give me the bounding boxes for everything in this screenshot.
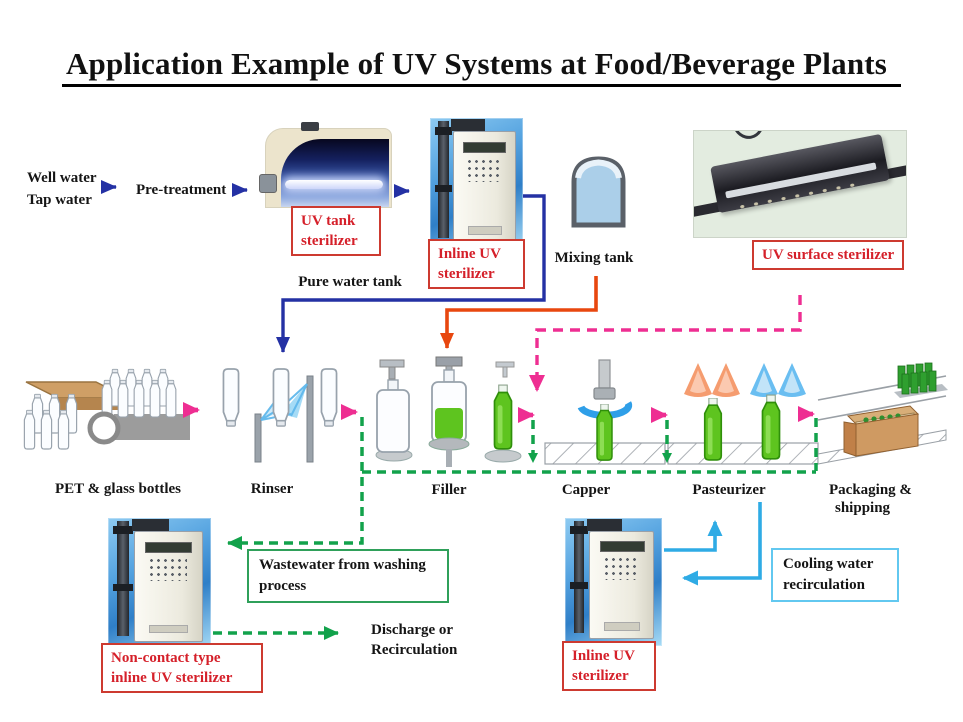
cool-spray-icons	[750, 363, 806, 397]
uv-surface-sterilizer-image	[693, 130, 907, 238]
tank-cap-icon	[301, 122, 319, 131]
water-source-label: Well water Tap water	[27, 167, 97, 211]
uv-tank-sterilizer-image	[259, 122, 392, 208]
cooling-water-lines	[664, 502, 762, 586]
shipping-box-icon	[843, 405, 920, 457]
cabinet-buttons	[466, 157, 502, 182]
uv-chamber-pipe-icon	[570, 520, 588, 634]
pure-water-tank-label: Pure water tank	[298, 274, 402, 290]
hot-spray-icons	[684, 363, 740, 397]
mixing-tank-image	[571, 156, 626, 228]
station-label-pet: PET & glass bottles	[55, 481, 181, 497]
pet-glass-bottles-graphic	[23, 368, 190, 450]
pretreatment-label: Pre-treatment	[136, 182, 227, 198]
cabinet-top-unit	[587, 519, 623, 531]
cabinet-body	[133, 531, 203, 642]
station-label-capper: Capper	[561, 482, 611, 498]
uv-chamber-pipe-icon	[434, 120, 453, 238]
filler-graphic	[375, 356, 522, 467]
well-water-label: Well water	[27, 170, 97, 186]
tank-interior	[281, 139, 389, 207]
empty-bottle	[376, 379, 410, 453]
mixing-tank-label: Mixing tank	[554, 250, 634, 266]
filling-bottle	[428, 369, 470, 467]
station-label-rinser: Rinser	[250, 481, 294, 497]
cabinet-top-unit	[131, 519, 169, 532]
uv-chamber-pipe-icon	[113, 520, 134, 636]
station-label-packaging: Packaging & shipping	[829, 482, 912, 516]
bottle-cluster-front	[23, 393, 78, 450]
surface-cable-icon	[729, 131, 768, 143]
cabinet-vent	[467, 226, 503, 235]
non-contact-uv-sterilizer-image	[108, 518, 211, 649]
cabinet-display	[463, 142, 507, 154]
rinser-graphic	[222, 368, 338, 463]
inline-uv-sterilizer-image-bottom	[565, 518, 662, 646]
cabinet-body	[589, 530, 655, 640]
bottle-pack-icon	[894, 362, 948, 398]
cabinet-top-unit	[451, 119, 485, 132]
filled-bottle	[493, 384, 513, 450]
inline-uv-sterilizer-image-top	[430, 118, 523, 251]
tap-water-label: Tap water	[27, 192, 92, 208]
surface-body	[710, 133, 890, 213]
uv-surface-sterilizer-label: UV surface sterilizer	[752, 240, 905, 270]
uv-lamp-icon	[285, 179, 384, 189]
station-label-pasteurizer: Pasteurizer	[692, 482, 766, 498]
cabinet-body	[453, 131, 516, 244]
tank-fitting-icon	[259, 174, 277, 194]
capper-graphic	[544, 359, 666, 465]
station-label-filler: Filler	[431, 482, 467, 498]
packaging-graphic	[817, 362, 948, 465]
slide-title: Application Example of UV Systems at Foo…	[0, 46, 963, 87]
pasteurizer-graphic	[667, 363, 819, 465]
